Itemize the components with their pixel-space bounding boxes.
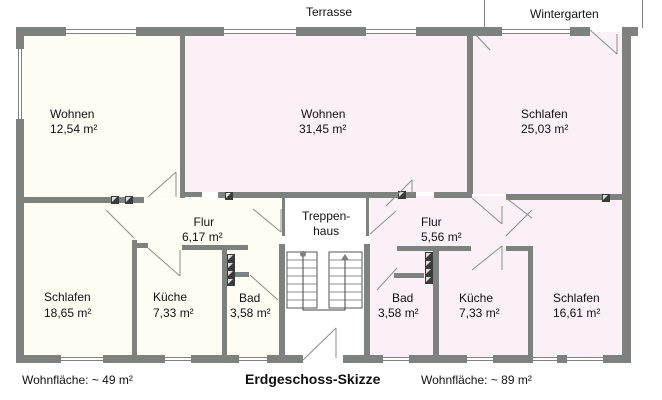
room-label-schlafen-left: Schlafen 18,65 m² (44, 290, 92, 320)
wall-top-3 (296, 27, 366, 36)
room-label-stairwell: Treppen- haus (302, 209, 351, 238)
plan-title: Erdgeschoss-Skizze (245, 371, 381, 387)
room-label-flur-right: Flur 5,56 m² (421, 215, 462, 244)
wall-left-flur-h1 (132, 243, 148, 248)
wall-left-flur-v (132, 240, 137, 358)
vent-icon (111, 196, 119, 204)
room-label-flur-left: Flur 6,17 m² (182, 215, 223, 244)
room-label-bad-right: Bad 3,58 m² (378, 291, 419, 320)
terrace-label: Terrasse (306, 5, 353, 19)
window-left (18, 49, 22, 119)
wall-stair-right-top (366, 196, 369, 236)
room-label-wohnen-right: Wohnen 31,45 m² (299, 107, 347, 136)
window-top-4 (502, 29, 570, 34)
room-flur-left (22, 200, 282, 358)
wall-bottom-6 (409, 355, 467, 363)
room-label-schlafen-right: Schlafen 16,61 m² (553, 291, 601, 320)
wall-top-4 (416, 27, 502, 36)
wall-bottom-7 (493, 355, 533, 363)
wall-bottom-4 (267, 355, 303, 363)
wall-int-v-1 (180, 32, 185, 198)
wall-bottom-3 (191, 355, 239, 363)
room-wohnen-right (184, 32, 468, 192)
window-bottom-1 (61, 357, 103, 361)
right-unit-living-area: Wohnfläche: ~ 89 m² (421, 373, 532, 387)
wall-int-h-mid-2 (218, 192, 416, 198)
vent-icon (398, 191, 406, 199)
wall-int-v-2 (467, 32, 473, 194)
room-label-wohnen-left: Wohnen 12,54 m² (50, 107, 98, 136)
wall-right-bad-h (394, 273, 424, 278)
vent-icon (227, 254, 235, 262)
room-stairwell (286, 196, 366, 358)
vent-icon (227, 262, 235, 270)
wall-left-1 (16, 27, 24, 49)
vent-icon (425, 252, 433, 260)
wall-left-kueche-bad (222, 250, 227, 358)
room-label-kueche-left: Küche 7,33 m² (153, 290, 194, 320)
winter-garden-label: Wintergarten (530, 7, 599, 21)
wall-right-kueche-top (506, 246, 530, 251)
window-bottom-3 (239, 357, 267, 361)
wall-top-2 (136, 27, 224, 36)
vent-icon (227, 278, 235, 286)
wall-int-h-left (22, 197, 144, 203)
vent-icon (602, 194, 610, 202)
window-top-3 (366, 29, 416, 34)
wall-stair-left (279, 244, 285, 358)
window-bottom-6 (467, 357, 493, 361)
vent-icon (425, 260, 433, 268)
wall-bottom-2 (103, 355, 165, 363)
wall-stair-right (364, 244, 370, 358)
wall-right-bad-kueche (433, 246, 439, 358)
wall-left-2 (16, 119, 24, 362)
room-label-kueche-right: Küche 7,33 m² (459, 291, 500, 320)
wall-right (622, 27, 631, 362)
wall-top-5 (570, 27, 590, 36)
wall-int-h-mid-3 (434, 192, 472, 198)
room-label-bad-left: Bad 3,58 m² (230, 291, 271, 320)
wintergarten-left-post (484, 0, 485, 28)
wintergarten-right-post (642, 0, 643, 28)
vent-icon (425, 268, 433, 276)
window-top-2 (224, 29, 296, 34)
vent-icon (425, 276, 433, 284)
wall-bottom-9 (603, 355, 631, 363)
window-bottom-2 (165, 357, 191, 361)
vent-icon (227, 270, 235, 278)
wall-bottom-5 (343, 355, 383, 363)
window-top-1 (66, 29, 136, 34)
wall-left-kueche-top (182, 245, 248, 250)
wall-left-bad-h (227, 272, 249, 277)
wall-int-h-mid-1 (180, 192, 202, 197)
room-label-schlafen-top-right: Schlafen 25,03 m² (521, 107, 569, 136)
wall-int-h-right (506, 194, 626, 200)
room-schlafen-top-right (472, 32, 622, 194)
wall-stair-left-top (282, 196, 285, 236)
window-bottom-7 (533, 357, 557, 361)
room-wohnen-left (22, 32, 180, 198)
vent-icon (125, 196, 133, 204)
window-bottom-8 (567, 357, 603, 361)
wall-bottom-1 (16, 355, 61, 363)
wall-top-left (16, 27, 66, 36)
vent-icon (225, 192, 233, 200)
wall-right-kueche-schlafen (528, 246, 533, 358)
window-bottom-5 (383, 357, 409, 361)
left-unit-living-area: Wohnfläche: ~ 49 m² (22, 373, 133, 387)
wall-bottom-8 (557, 355, 567, 363)
